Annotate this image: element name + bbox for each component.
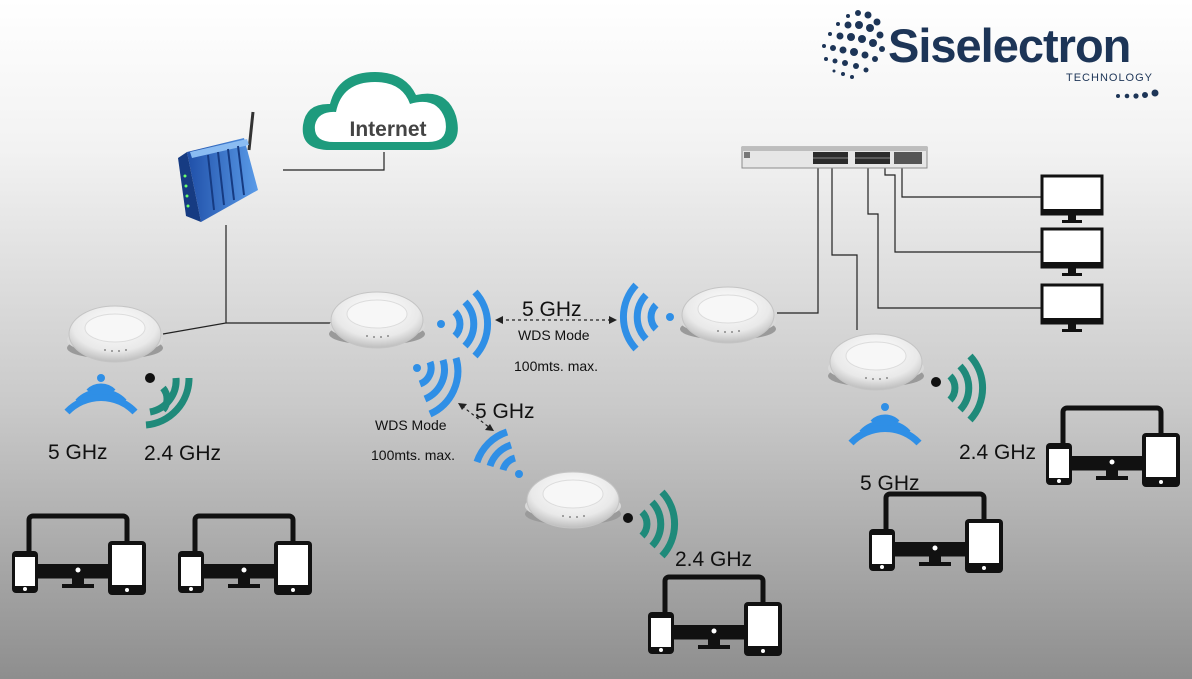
band-label-5ghz: 5 GHz: [48, 441, 108, 464]
wifi-5ghz-icon: [437, 289, 491, 359]
desktop-monitor-icon: [1040, 283, 1104, 334]
internet-cloud-icon: Internet: [302, 72, 458, 150]
wds-links: [458, 316, 617, 431]
band-label-24ghz: 2.4 GHz: [144, 442, 222, 465]
link-band-label: 5 GHz: [475, 400, 535, 423]
band-label-5ghz: 5 GHz: [860, 472, 920, 495]
link-distance-label: 100mts. max.: [371, 447, 456, 463]
client-devices-group: [869, 494, 1003, 573]
network-switch-icon: [741, 146, 928, 169]
router-icon: [178, 111, 258, 222]
wifi-24ghz-icon: [145, 373, 193, 429]
brand-subtitle: TECHNOLOGY: [1066, 72, 1154, 84]
client-devices-group: [1046, 408, 1180, 487]
client-devices-group: [648, 577, 782, 656]
client-devices-group: [178, 516, 312, 595]
wifi-24ghz-icon: [931, 353, 986, 423]
internet-label: Internet: [349, 118, 426, 141]
wifi-5ghz-icon: [473, 428, 523, 478]
access-point-5: [827, 333, 925, 391]
access-point-2: [328, 291, 426, 349]
access-point-1: [66, 305, 164, 363]
link-distance-label: 100mts. max.: [514, 358, 599, 374]
connection-lines: [162, 152, 1042, 335]
desktop-monitor-icon: [1040, 227, 1104, 278]
brand-globe-icon: [822, 10, 1159, 99]
access-point-4: [524, 471, 622, 529]
wifi-5ghz-icon: [848, 403, 922, 446]
brand-logo: Siselectron TECHNOLOGY: [888, 19, 1152, 85]
wifi-5ghz-icon: [620, 282, 674, 352]
desktop-monitor-icon: [1040, 174, 1104, 225]
link-mode-label: WDS Mode: [518, 327, 590, 343]
client-devices-group: [12, 516, 146, 595]
wifi-24ghz-icon: [623, 489, 678, 559]
wifi-24ghz-icon: [413, 357, 462, 418]
access-point-3: [679, 286, 777, 344]
band-label-24ghz: 2.4 GHz: [675, 548, 753, 571]
link-band-label: 5 GHz: [522, 298, 582, 321]
wifi-5ghz-icon: [64, 374, 138, 415]
band-label-24ghz: 2.4 GHz: [959, 441, 1037, 464]
brand-name: Siselectron: [888, 19, 1131, 72]
link-mode-label: WDS Mode: [375, 417, 447, 433]
